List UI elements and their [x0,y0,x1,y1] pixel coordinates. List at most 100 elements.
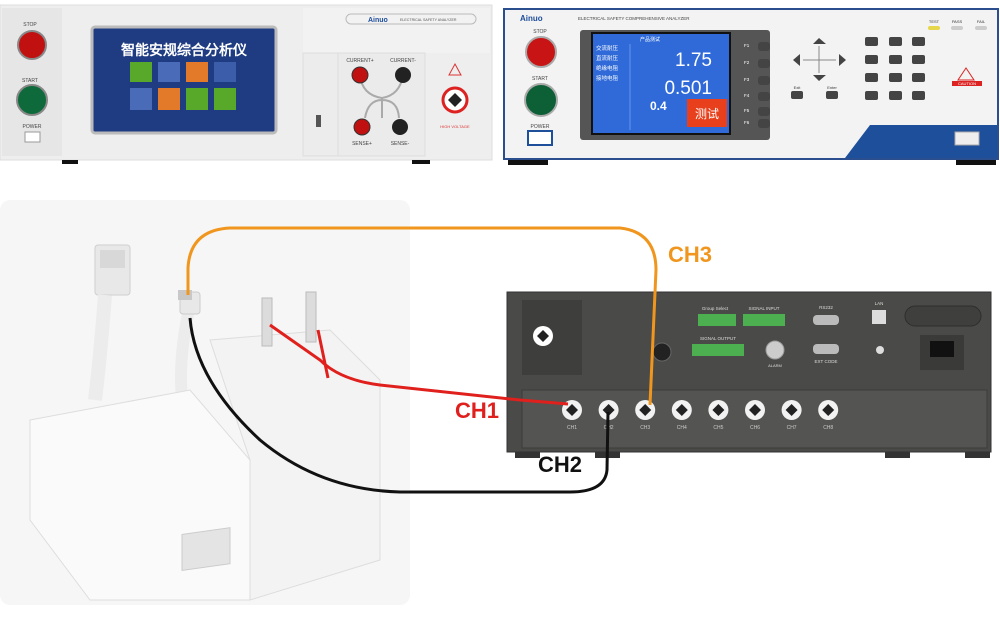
charger-photo [0,200,410,605]
key[interactable] [865,91,878,100]
left-arrow-icon[interactable] [793,54,800,66]
screen-app-icons [130,62,236,110]
ext-code-port[interactable] [813,344,839,354]
lan-label: LAN [875,301,884,306]
terminal-hole-icon [712,404,725,416]
test-button[interactable] [687,99,727,127]
menu-item[interactable]: 绝缘电阻 [596,64,619,72]
brand-logo: Ainuo [520,14,543,23]
f6-label: F6 [744,120,750,125]
f3-button[interactable] [758,76,770,85]
arrow-pad[interactable] [791,38,846,99]
stop-label: STOP [23,22,37,28]
analyzer-a: STOP START POWER 智能安规综合分析仪 Ainuo ELECTRI… [0,4,493,164]
exit-button[interactable] [791,91,803,99]
current-minus-terminal[interactable] [395,67,411,83]
app-icon[interactable] [186,62,208,82]
app-icon[interactable] [186,88,208,110]
f5-button[interactable] [758,107,770,116]
channel-label: CH6 [750,425,760,431]
key[interactable] [912,91,925,100]
usb-port[interactable] [954,131,980,146]
caution-label: CAUTION [958,81,976,86]
power-switch[interactable] [527,130,553,146]
key[interactable] [889,73,902,82]
channel-terminal-ch7[interactable]: CH7 [781,400,802,431]
stop-button[interactable] [525,36,557,68]
terminal-hole-icon [566,404,578,416]
up-arrow-icon[interactable] [813,38,826,44]
terminal-label: SENSE+ [352,141,372,147]
sense-minus-terminal[interactable] [392,119,408,135]
current-plus-terminal[interactable] [351,66,369,84]
app-icon[interactable] [130,62,152,82]
signal-output-connector[interactable] [692,344,744,356]
f2-button[interactable] [758,59,770,68]
terminal-label: SENSE- [391,141,410,147]
app-icon[interactable] [158,62,180,82]
key[interactable] [865,55,878,64]
exit-label: Exit [794,85,802,90]
usb-port[interactable] [316,115,321,127]
down-arrow-icon[interactable] [813,75,826,81]
channel-label: CH8 [823,425,833,431]
key[interactable] [889,37,902,46]
terminal-label: CURRENT- [390,58,416,64]
app-icon[interactable] [214,62,236,82]
f1-label: F1 [744,43,750,48]
enter-button[interactable] [826,91,838,99]
key[interactable] [912,73,925,82]
model-text: ELECTRICAL SAFETY ANALYZER [400,18,457,22]
start-label: START [532,76,548,82]
f-key-buttons [758,42,770,128]
f4-label: F4 [744,93,750,98]
ch3-label: CH3 [668,242,712,267]
app-icon[interactable] [130,88,152,110]
channel-label: CH5 [713,425,723,431]
warning-icon [957,67,975,81]
fail-indicator-label: FAIL [977,19,986,24]
key[interactable] [912,55,925,64]
wire-ch2 [188,317,610,494]
wires: CH3 CH1 CH2 [186,226,712,494]
f4-button[interactable] [758,92,770,101]
f2-label: F2 [744,60,750,65]
function-keys: F1 F2 F3 F4 F5 F6 [744,43,750,125]
sense-plus-terminal[interactable] [353,118,371,136]
key[interactable] [865,37,878,46]
group-select-connector[interactable] [698,314,736,326]
app-icon[interactable] [214,88,236,110]
power-label: POWER [531,124,550,130]
key[interactable] [865,73,878,82]
menu-item[interactable]: 接地电阻 [596,74,619,82]
f6-button[interactable] [758,119,770,128]
channel-terminal-ch5[interactable]: CH5 [708,400,729,431]
key[interactable] [912,37,925,46]
app-icon[interactable] [158,88,180,110]
key[interactable] [889,91,902,100]
lan-port[interactable] [872,310,886,324]
rs232-port[interactable] [813,315,839,325]
stop-button[interactable] [17,30,47,60]
start-button[interactable] [524,83,558,117]
menu-item[interactable]: 直流耐压 [596,54,619,62]
channel-terminal-ch6[interactable]: CH6 [745,400,765,431]
key[interactable] [889,55,902,64]
alarm-label: ALARM [768,363,782,368]
channel-terminal-ch4[interactable]: CH4 [671,400,692,431]
terminal-hole-icon [602,404,615,416]
start-button[interactable] [16,84,48,116]
menu-item[interactable]: 交流耐压 [596,44,619,52]
signal-input-connector[interactable] [743,314,785,326]
terminal-hole-icon [639,404,652,416]
channel-terminal-ch8[interactable]: CH8 [818,400,839,431]
f1-button[interactable] [758,42,770,51]
right-arrow-icon[interactable] [839,54,846,66]
power-switch[interactable] [24,131,41,143]
ext-code-label: EXT CODE [815,359,838,364]
group-select-label: Group Select [702,306,729,311]
fail-indicator [975,26,987,30]
power-inlet[interactable] [930,341,954,357]
start-label: START [22,78,38,84]
